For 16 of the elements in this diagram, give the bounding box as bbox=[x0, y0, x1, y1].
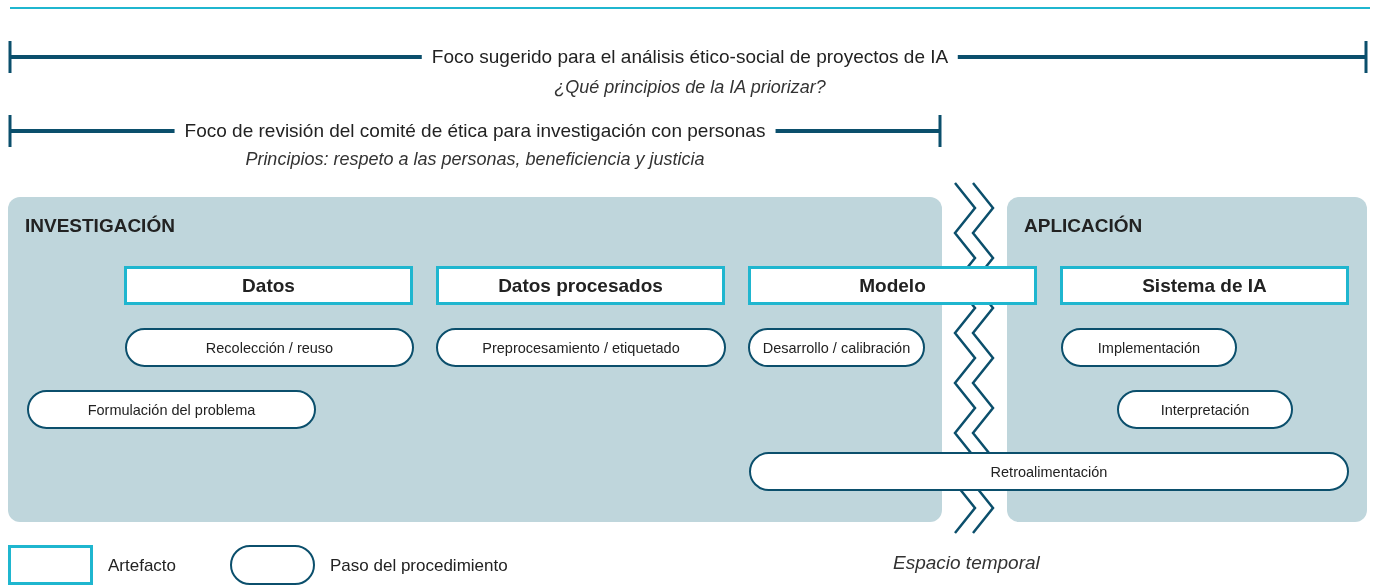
section-title: APLICACIÓN bbox=[1024, 215, 1143, 237]
artifact-box: Sistema de IA bbox=[1060, 266, 1349, 305]
step-pill: Recolección / reuso bbox=[125, 328, 414, 367]
step-pill: Interpretación bbox=[1117, 390, 1293, 429]
legend-label: Paso del procedimiento bbox=[330, 556, 508, 576]
step-pill: Formulación del problema bbox=[27, 390, 316, 429]
step-pill: Retroalimentación bbox=[749, 452, 1349, 491]
artifact-box: Datos procesados bbox=[436, 266, 725, 305]
legend-label: Artefacto bbox=[108, 556, 177, 576]
step-pill: Desarrollo / calibración bbox=[748, 328, 925, 367]
artifact-box: Modelo bbox=[748, 266, 1037, 305]
step-pill: Preprocesamiento / etiquetado bbox=[436, 328, 726, 367]
section-panel bbox=[8, 197, 942, 522]
section-title: INVESTIGACIÓN bbox=[25, 215, 175, 237]
artifact-box: Datos bbox=[124, 266, 413, 305]
step-pill: Implementación bbox=[1061, 328, 1237, 367]
